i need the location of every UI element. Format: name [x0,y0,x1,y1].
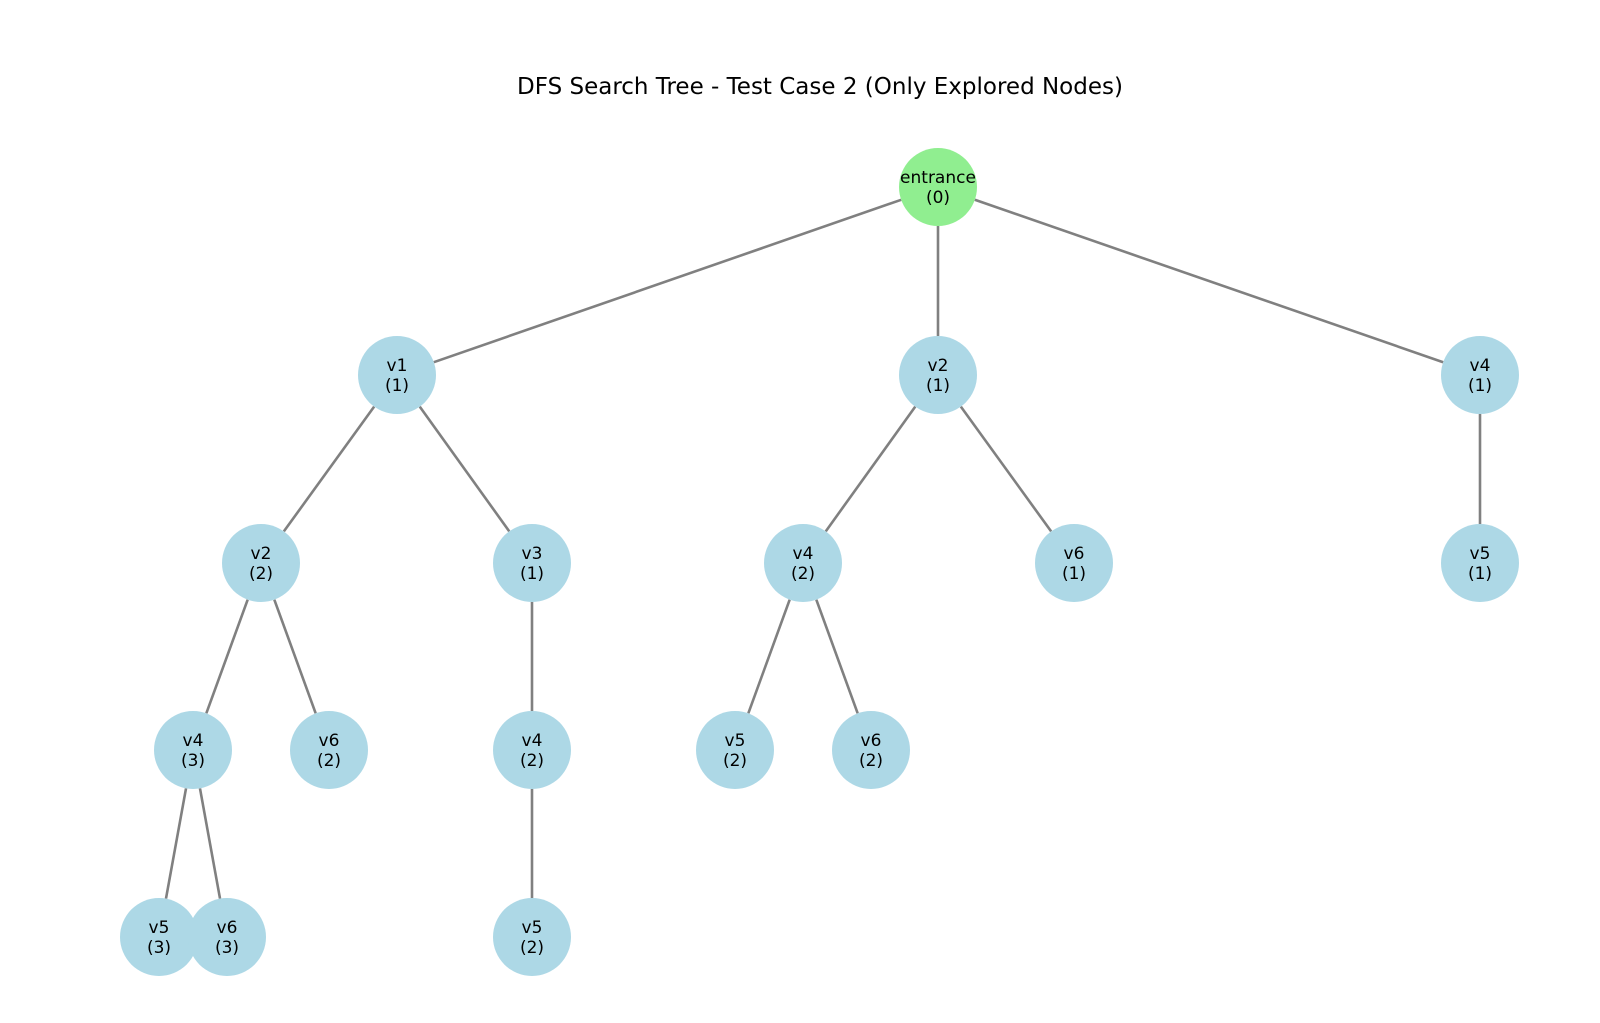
node-cost-label: (2) [249,564,273,584]
node-circle [1441,336,1519,414]
node-circle [188,898,266,976]
tree-node: v6(3) [188,898,266,976]
node-circle [1441,524,1519,602]
tree-edge [273,599,317,714]
node-name-label: v3 [522,544,543,564]
node-circle [1035,524,1113,602]
node-circle [120,898,198,976]
node-name-label: v5 [725,731,746,751]
node-cost-label: (0) [926,188,950,208]
node-cost-label: (1) [1062,564,1086,584]
diagram-title: DFS Search Tree - Test Case 2 (Only Expl… [517,74,1123,100]
tree-node: v3(1) [493,524,571,602]
tree-node: v6(2) [290,711,368,789]
node-name-label: v4 [1470,356,1491,376]
tree-node: v2(1) [899,336,977,414]
node-cost-label: (1) [926,376,950,396]
tree-node: v1(1) [358,336,436,414]
node-name-label: v5 [149,918,170,938]
tree-edge [282,405,376,533]
node-circle [493,711,571,789]
tree-node: v5(2) [696,711,774,789]
tree-node: v4(2) [493,711,571,789]
root-node: entrance(0) [899,148,977,226]
tree-edge [198,788,222,899]
tree-edge [959,405,1053,533]
node-circle [899,148,977,226]
node-cost-label: (1) [385,376,409,396]
node-cost-label: (2) [791,564,815,584]
tree-edge [433,198,902,364]
nodes-layer: entrance(0)v1(1)v2(1)v4(1)v2(2)v3(1)v4(2… [120,148,1519,976]
node-circle [358,336,436,414]
node-cost-label: (2) [723,751,747,771]
node-cost-label: (2) [317,751,341,771]
tree-node: v4(3) [154,711,232,789]
node-name-label: v1 [387,356,408,376]
node-name-label: entrance [900,168,976,188]
node-name-label: v4 [793,544,814,564]
tree-edge [824,405,917,533]
tree-node: v4(2) [764,524,842,602]
node-circle [154,711,232,789]
node-name-label: v4 [183,731,204,751]
node-cost-label: (1) [520,564,544,584]
node-circle [832,711,910,789]
node-circle [493,898,571,976]
node-name-label: v2 [928,356,949,376]
tree-node: v5(2) [493,898,571,976]
node-name-label: v6 [861,731,882,751]
tree-node: v4(1) [1441,336,1519,414]
tree-edge [747,599,791,714]
node-cost-label: (2) [520,938,544,958]
node-cost-label: (1) [1468,564,1492,584]
node-name-label: v6 [1064,544,1085,564]
node-name-label: v5 [1470,544,1491,564]
tree-node: v5(1) [1441,524,1519,602]
tree-node: v6(2) [832,711,910,789]
node-name-label: v5 [522,918,543,938]
node-circle [290,711,368,789]
tree-edge [815,599,859,714]
node-cost-label: (2) [859,751,883,771]
node-name-label: v2 [251,544,272,564]
edges-layer [164,198,1482,899]
node-name-label: v6 [217,918,238,938]
node-cost-label: (1) [1468,376,1492,396]
tree-edge [974,198,1444,364]
tree-edge [418,405,511,533]
node-cost-label: (3) [181,751,205,771]
node-cost-label: (2) [520,751,544,771]
node-circle [493,524,571,602]
node-circle [764,524,842,602]
tree-node: v6(1) [1035,524,1113,602]
tree-edge [205,599,249,714]
tree-node: v5(3) [120,898,198,976]
node-circle [899,336,977,414]
node-circle [696,711,774,789]
node-name-label: v4 [522,731,543,751]
node-name-label: v6 [319,731,340,751]
node-circle [222,524,300,602]
tree-node: v2(2) [222,524,300,602]
node-cost-label: (3) [215,938,239,958]
tree-edge [164,788,188,899]
node-cost-label: (3) [147,938,171,958]
